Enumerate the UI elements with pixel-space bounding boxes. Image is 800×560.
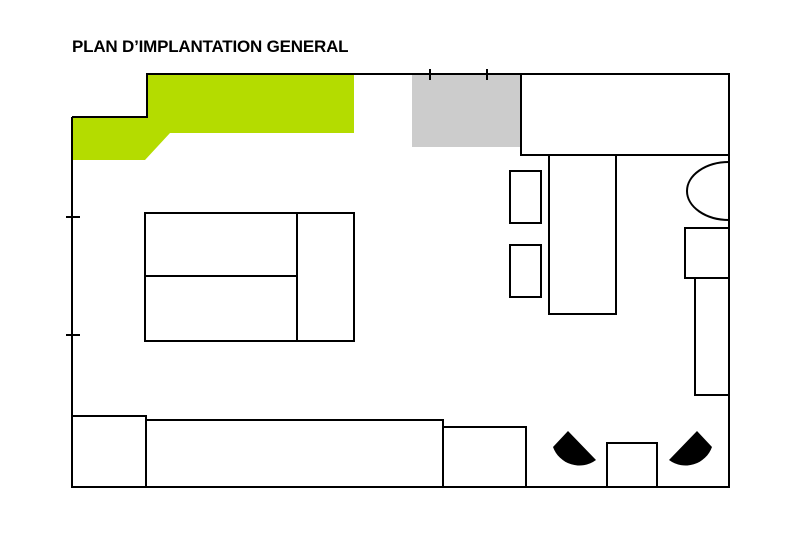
bottom-cabinet-left xyxy=(71,415,147,488)
sofa-seat-upper xyxy=(144,212,298,277)
shelf-right xyxy=(694,277,730,396)
service-table xyxy=(548,154,617,315)
oval-basin xyxy=(686,161,730,221)
stool-lower xyxy=(509,244,542,298)
grey-zone xyxy=(412,74,520,147)
outer-wall xyxy=(71,73,730,488)
sofa-arm xyxy=(296,212,355,342)
green-zone xyxy=(72,74,354,160)
chair-icon-right xyxy=(669,431,712,466)
plan-title: PLAN D’IMPLANTATION GENERAL xyxy=(72,37,349,56)
sofa-seat-lower xyxy=(144,275,298,342)
chair-icon-left xyxy=(553,431,596,466)
bottom-small-table xyxy=(606,442,658,488)
counter-top-right xyxy=(520,73,730,156)
bottom-bench xyxy=(145,419,444,488)
cabinet-right xyxy=(684,227,730,279)
bottom-cabinet-middle xyxy=(442,426,527,488)
stool-upper xyxy=(509,170,542,224)
